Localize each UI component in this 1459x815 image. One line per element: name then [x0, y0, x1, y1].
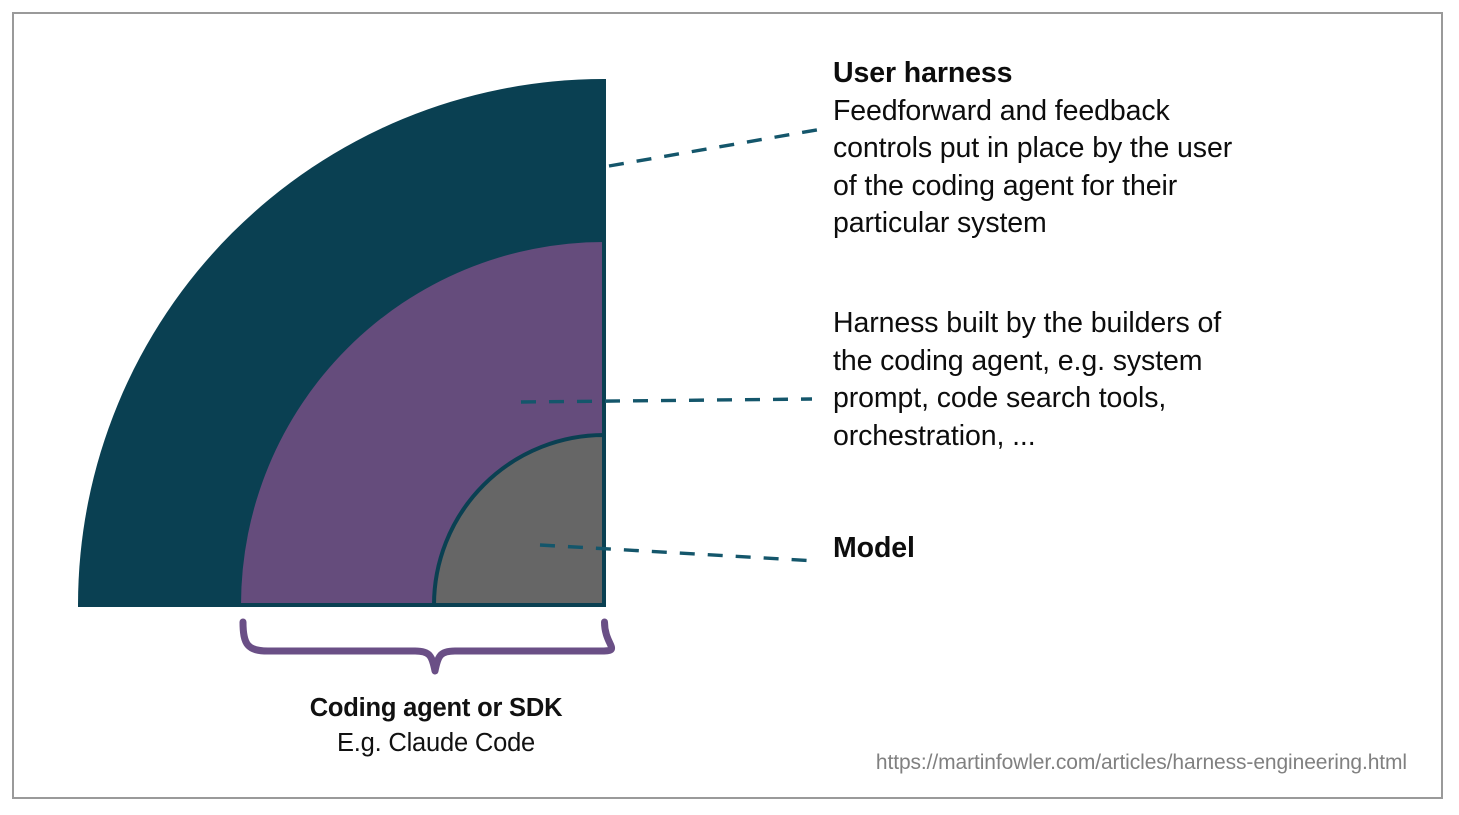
user-harness-line-2: controls put in place by the user	[833, 132, 1233, 164]
user-harness-line-3: of the coding agent for their	[833, 169, 1178, 202]
user-harness-line-4: particular system	[833, 207, 1047, 239]
agent-harness-line-3: prompt, code search tools,	[833, 382, 1167, 414]
model-arc	[431, 432, 606, 607]
agent-harness-line-4: orchestration, ...	[833, 419, 1036, 452]
leader-line-model	[539, 543, 817, 563]
agent-harness-line-1: Harness built by the builders of	[833, 307, 1222, 339]
curly-brace-icon	[239, 618, 616, 675]
brace-caption-title: Coding agent or SDK	[309, 694, 563, 722]
user-harness-heading: User harness	[833, 57, 1013, 89]
agent-harness-line-2: the coding agent, e.g. system	[833, 344, 1203, 377]
leader-line-agent-harness	[520, 397, 813, 404]
annotation-agent-harness: Harness built by the builders of the cod…	[833, 305, 1221, 455]
annotation-user-harness: User harness Feedforward and feedback co…	[833, 55, 1232, 243]
source-url-label: https://martinfowler.com/articles/harnes…	[875, 751, 1407, 774]
brace-caption-subtitle: E.g. Claude Code	[336, 729, 536, 757]
user-harness-line-1: Feedforward and feedback	[833, 94, 1170, 127]
leader-line-user-harness	[608, 127, 823, 168]
model-heading: Model	[833, 532, 915, 564]
sector-edge-lines	[78, 79, 606, 607]
annotation-model: Model	[833, 530, 915, 568]
